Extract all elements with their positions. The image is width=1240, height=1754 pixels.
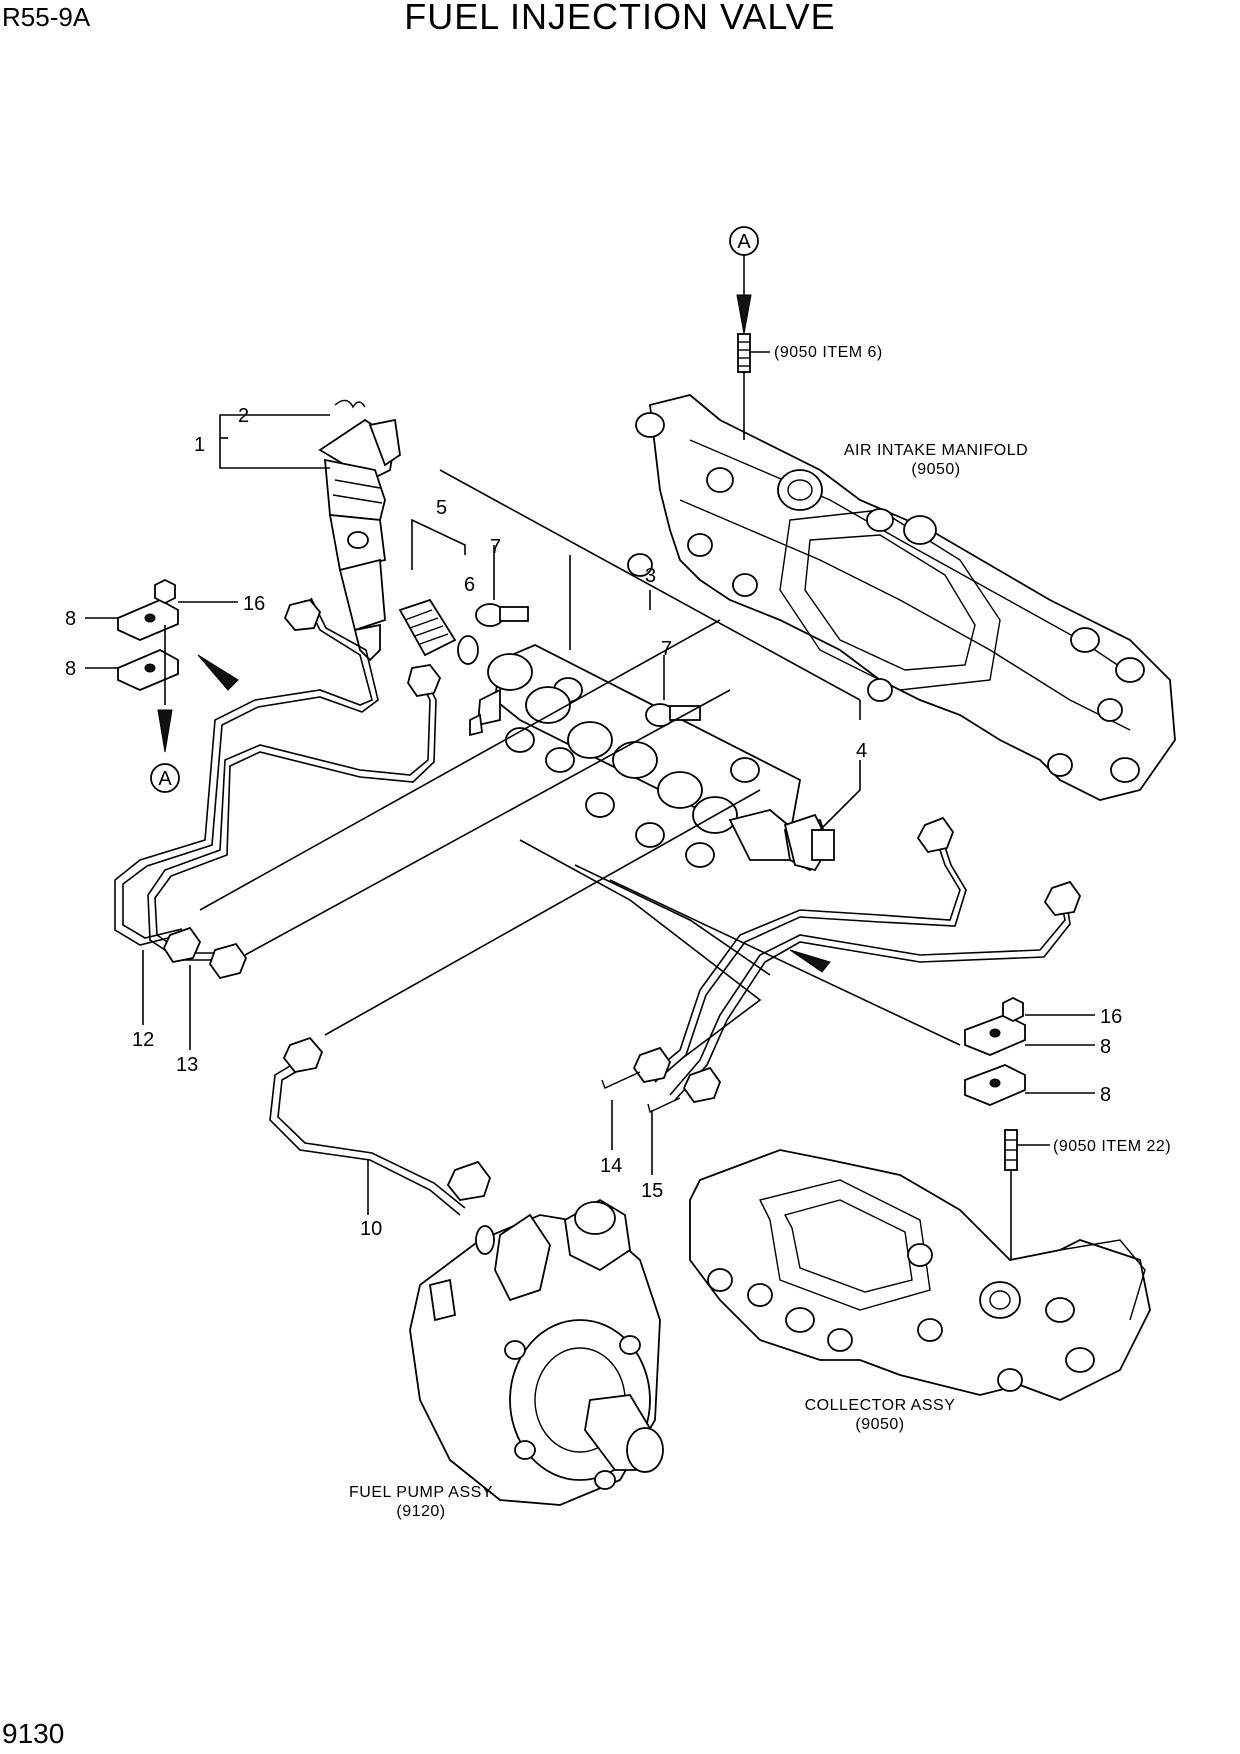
model-code: R55-9A bbox=[2, 2, 91, 32]
reference-a-top-label: A bbox=[737, 231, 751, 253]
note-item-22: (9050 ITEM 22) bbox=[1053, 1138, 1171, 1155]
fuel-injector bbox=[318, 399, 401, 662]
common-rail bbox=[469, 644, 832, 872]
callout-7-upper: 7 bbox=[490, 536, 501, 558]
callout-3: 3 bbox=[645, 565, 656, 587]
callout-2: 2 bbox=[238, 405, 249, 427]
callout-8-right-lower: 8 bbox=[1100, 1084, 1111, 1106]
reference-marker-a-top: A bbox=[729, 226, 759, 256]
callout-16-right: 16 bbox=[1100, 1006, 1122, 1028]
callout-16-left: 16 bbox=[243, 593, 265, 615]
manifold-label: AIR INTAKE MANIFOLD bbox=[844, 442, 1028, 459]
callout-1: 1 bbox=[194, 434, 205, 456]
callout-8-right-upper: 8 bbox=[1100, 1036, 1111, 1058]
callout-14: 14 bbox=[600, 1155, 622, 1177]
note-item-6: (9050 ITEM 6) bbox=[774, 344, 883, 361]
air-intake-manifold bbox=[627, 394, 1176, 801]
callout-6: 6 bbox=[464, 574, 475, 596]
high-pressure-pipe bbox=[269, 1036, 492, 1216]
callout-15: 15 bbox=[641, 1180, 663, 1202]
callout-8-left-lower: 8 bbox=[65, 658, 76, 680]
reference-marker-a-left: A bbox=[150, 763, 180, 793]
callout-13: 13 bbox=[176, 1054, 198, 1076]
collector-reference: (9050) bbox=[855, 1416, 904, 1433]
callout-4: 4 bbox=[856, 740, 867, 762]
clamp-plates-right bbox=[964, 996, 1026, 1280]
manifold-reference: (9050) bbox=[911, 461, 960, 478]
callout-8-left-upper: 8 bbox=[65, 608, 76, 630]
callout-10: 10 bbox=[360, 1218, 382, 1240]
leader-lines bbox=[85, 255, 1095, 1215]
callout-7-lower: 7 bbox=[661, 638, 672, 660]
page-title: FUEL INJECTION VALVE bbox=[404, 0, 836, 37]
pump-reference: (9120) bbox=[396, 1503, 445, 1520]
callout-5: 5 bbox=[436, 497, 447, 519]
pressure-relief-valve bbox=[398, 598, 479, 665]
clamp-plates-left bbox=[117, 578, 238, 753]
injection-pipes-right bbox=[601, 816, 1082, 1113]
rail-pressure-sensor bbox=[783, 813, 835, 872]
rail-bolts bbox=[475, 545, 701, 727]
callout-12: 12 bbox=[132, 1029, 154, 1051]
fuel-pump-assy bbox=[409, 1198, 664, 1506]
reference-a-left-label: A bbox=[158, 768, 172, 790]
injection-pipes-left bbox=[114, 597, 442, 980]
collector-label: COLLECTOR ASSY bbox=[805, 1397, 956, 1414]
pump-label: FUEL PUMP ASSY bbox=[349, 1484, 493, 1501]
page-number: 9130 bbox=[2, 1718, 65, 1749]
callout-numbers: 1 2 3 4 5 6 7 7 8 8 8 8 10 12 13 14 15 1… bbox=[65, 405, 1122, 1240]
manifold-stud bbox=[737, 333, 770, 440]
collector-assy bbox=[689, 1149, 1151, 1401]
assembly-notes: (9050 ITEM 6) (9050 ITEM 22) AIR INTAKE … bbox=[349, 344, 1171, 1520]
